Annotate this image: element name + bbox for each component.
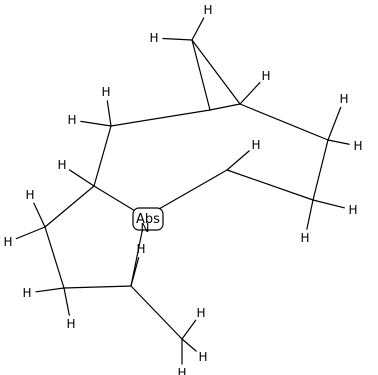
bond-c10-hydrogen [35, 287, 65, 293]
hydrogen-atom-label: H [353, 139, 362, 153]
bond-c11-hydrogen [130, 257, 140, 287]
bond-c12-hydrogen [181, 319, 197, 340]
bond-c6-c7 [312, 139, 329, 201]
bond-c2-hydrogen [80, 120, 112, 127]
bond-c6-hydrogen [327, 139, 350, 145]
bond-c7-c8 [226, 169, 314, 201]
bond-c10-hydrogen [63, 287, 70, 316]
hydrogen-atom-label: H [251, 138, 260, 152]
bond-c9-c10 [44, 226, 65, 289]
hydrogen-atom-label: H [203, 3, 212, 17]
hydrogen-atom-label: H [300, 231, 309, 245]
bond-c6-hydrogen [327, 106, 342, 141]
hydrogen-label-layer: H H H H H H H H H H H H H H H H H H H [3, 3, 362, 375]
bond-c5-hydrogen [239, 81, 261, 105]
hydrogen-atom-label: H [3, 235, 12, 249]
hydrogen-atom-label: H [101, 85, 110, 99]
bond-c4-c5 [191, 39, 241, 105]
bond-c1-hydrogen [68, 169, 95, 187]
hydrogen-atom-label: H [198, 350, 207, 364]
bond-c4-hydrogen [162, 37, 193, 41]
bond-c9-hydrogen [33, 202, 46, 228]
hydrogen-atom-label: H [339, 92, 348, 106]
bond-c4-hydrogen [191, 17, 205, 41]
bond-c12-hydrogen [181, 338, 197, 352]
bond-c3-c5 [209, 103, 241, 111]
hydrogen-atom-label: H [196, 306, 205, 320]
bond-c7-hydrogen [312, 199, 345, 209]
bond-c1-c2 [93, 125, 112, 187]
bond-c2-hydrogen [106, 100, 112, 127]
hydrogen-atom-label: H [136, 242, 145, 256]
hydrogen-atom-label: H [66, 317, 75, 331]
hydrogen-atom-label: H [57, 158, 66, 172]
bond-c1-c9 [44, 185, 95, 228]
bond-c8-hydrogen [226, 150, 250, 171]
bond-layer [15, 17, 350, 365]
bond-c9-hydrogen [15, 226, 46, 240]
bond-c5-c6 [239, 103, 329, 141]
hydrogen-atom-label: H [149, 31, 158, 45]
bond-c7-hydrogen [306, 199, 314, 230]
bond-c3-c4 [191, 39, 211, 111]
bond-c10-c11 [63, 285, 132, 289]
hydrogen-atom-label: H [67, 113, 76, 127]
hydrogen-atom-label: H [261, 69, 270, 83]
hydrogen-atom-label: H [22, 286, 31, 300]
hydrogen-atom-label: H [177, 366, 186, 375]
bond-c11-c12 [130, 285, 183, 340]
hydrogen-atom-label: H [25, 188, 34, 202]
nitrogen-atom-with-abs-badge: Abs N [132, 207, 164, 235]
hydrogen-atom-label: H [348, 203, 357, 217]
nitrogen-atom-label: N [141, 221, 150, 235]
abs-stereo-badge-text: Abs [136, 212, 160, 227]
abs-stereo-badge-box [132, 207, 164, 231]
bond-c2-c3 [110, 109, 211, 127]
